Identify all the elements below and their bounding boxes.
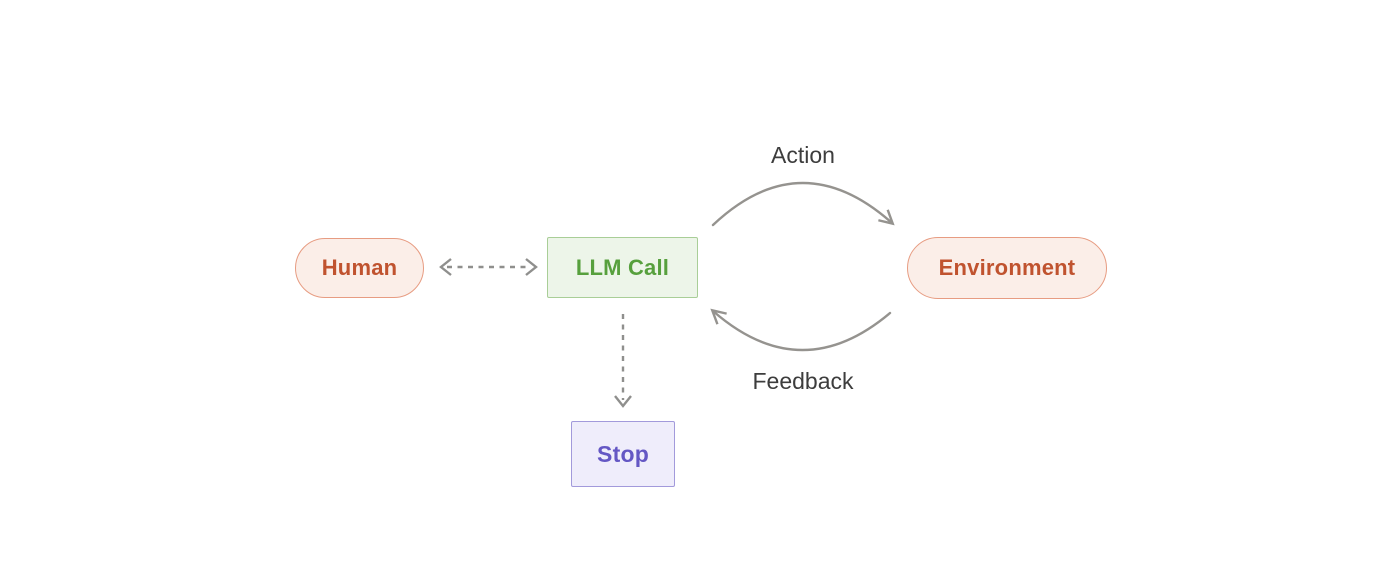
feedback-arrow: [710, 308, 892, 352]
node-human: Human: [295, 238, 424, 298]
node-llm-call: LLM Call: [547, 237, 698, 298]
node-human-label: Human: [321, 255, 398, 280]
action-edge-label: Action: [771, 142, 835, 168]
node-environment-label: Environment: [938, 255, 1076, 280]
feedback-edge-label: Feedback: [752, 368, 854, 394]
node-llm-call-label: LLM Call: [575, 254, 670, 280]
node-stop: Stop: [571, 421, 675, 487]
action-arrow: [711, 181, 895, 227]
node-environment: Environment: [907, 237, 1107, 299]
node-stop-label: Stop: [597, 440, 649, 467]
